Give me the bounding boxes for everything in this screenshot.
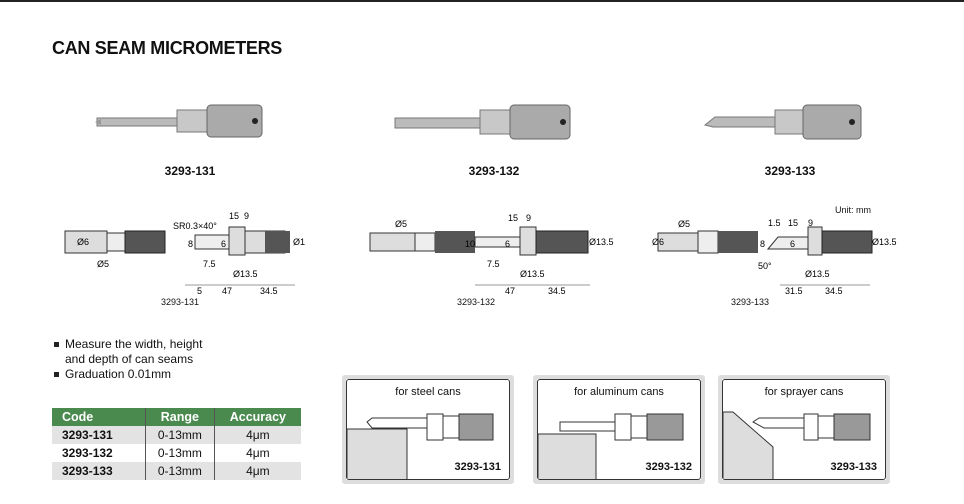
panel-code: 3293-133 <box>830 461 878 473</box>
feature-item: Measure the width, height and depth of c… <box>54 337 219 367</box>
dim: 15 <box>508 213 518 223</box>
dim: 15 <box>229 211 239 221</box>
cell-code: 3293-131 <box>52 426 146 444</box>
dim: 47 <box>222 286 232 296</box>
dim: 9 <box>526 213 531 223</box>
product-label: 3293-132 <box>468 164 520 178</box>
application-panel-aluminum: for aluminum cans 3293-132 <box>533 375 705 484</box>
dim: 47 <box>505 286 515 296</box>
cell-code: 3293-132 <box>62 446 113 460</box>
application-panel-sprayer: for sprayer cans 3293-133 <box>718 375 890 484</box>
cell-accuracy: 4μm <box>213 462 301 480</box>
dim: 9 <box>808 218 813 228</box>
product-photo-3293-131 <box>95 104 263 138</box>
dim: 6 <box>790 239 795 249</box>
cell-range: 0-13mm <box>145 444 215 462</box>
dim: Ø5 <box>97 259 109 269</box>
dim: 8 <box>760 239 765 249</box>
panel-caption: for steel cans <box>395 386 461 398</box>
dim: 34.5 <box>548 286 566 296</box>
dim: 5 <box>197 286 202 296</box>
dim: 9 <box>244 211 249 221</box>
dim: Ø13.5 <box>520 269 545 279</box>
drawing-label: 3293-131 <box>160 297 200 307</box>
panel-caption: for sprayer cans <box>764 386 844 398</box>
product-photo-3293-133 <box>703 104 862 140</box>
dim: Ø13.5 <box>872 237 897 247</box>
dim: Ø6 <box>77 237 89 247</box>
dim: Ø13.5 <box>805 269 830 279</box>
cell-range: 0-13mm <box>145 426 215 444</box>
top-rule <box>0 0 964 2</box>
dim: Ø13.5 <box>589 237 614 247</box>
cell-accuracy: 4μm <box>213 426 301 444</box>
cell-code: 3293-133 <box>52 462 146 480</box>
cell-range: 0-13mm <box>145 462 215 480</box>
dim: 8 <box>188 239 193 249</box>
header-accuracy: Accuracy <box>213 408 301 426</box>
header-code: Code <box>52 408 146 426</box>
feature-item: Graduation 0.01mm <box>54 367 219 382</box>
application-panel-steel: for steel cans 3293-131 <box>342 375 514 484</box>
drawing-label: 3293-133 <box>730 297 770 307</box>
dim: 7.5 <box>203 259 216 269</box>
page-title: CAN SEAM MICROMETERS <box>52 38 283 58</box>
dim: 34.5 <box>260 286 278 296</box>
unit-label: Unit: mm <box>835 205 871 215</box>
product-label: 3293-131 <box>164 164 216 178</box>
feature-list: Measure the width, height and depth of c… <box>54 337 219 382</box>
dim: Ø6 <box>652 237 664 247</box>
panel-code: 3293-131 <box>454 461 502 473</box>
header-range: Range <box>145 408 215 426</box>
dim: 34.5 <box>825 286 843 296</box>
dim: 31.5 <box>785 286 803 296</box>
dim: 15 <box>788 218 798 228</box>
panel-code: 3293-132 <box>645 461 693 473</box>
dim-sr: SR0.3×40° <box>173 221 217 231</box>
dim: 7.5 <box>487 259 500 269</box>
dim: Ø13.5 <box>293 237 305 247</box>
product-label: 3293-133 <box>764 164 816 178</box>
aluminum-can-illustration <box>538 413 684 479</box>
dim: Ø13.5 <box>233 269 258 279</box>
dim: Ø5 <box>395 219 407 229</box>
drawing-label: 3293-132 <box>456 297 496 307</box>
product-photo-3293-132 <box>394 104 571 140</box>
sprayer-can-illustration <box>723 411 871 479</box>
dim: 1.5 <box>768 218 781 228</box>
cell-accuracy: 4μm <box>213 444 301 462</box>
dim: 6 <box>221 239 226 249</box>
dim: 10 <box>465 239 475 249</box>
steel-can-illustration <box>347 413 494 479</box>
dim: 6 <box>505 239 510 249</box>
dim: Ø5 <box>678 219 690 229</box>
dim: 50° <box>758 261 772 271</box>
panel-caption: for aluminum cans <box>574 386 664 398</box>
